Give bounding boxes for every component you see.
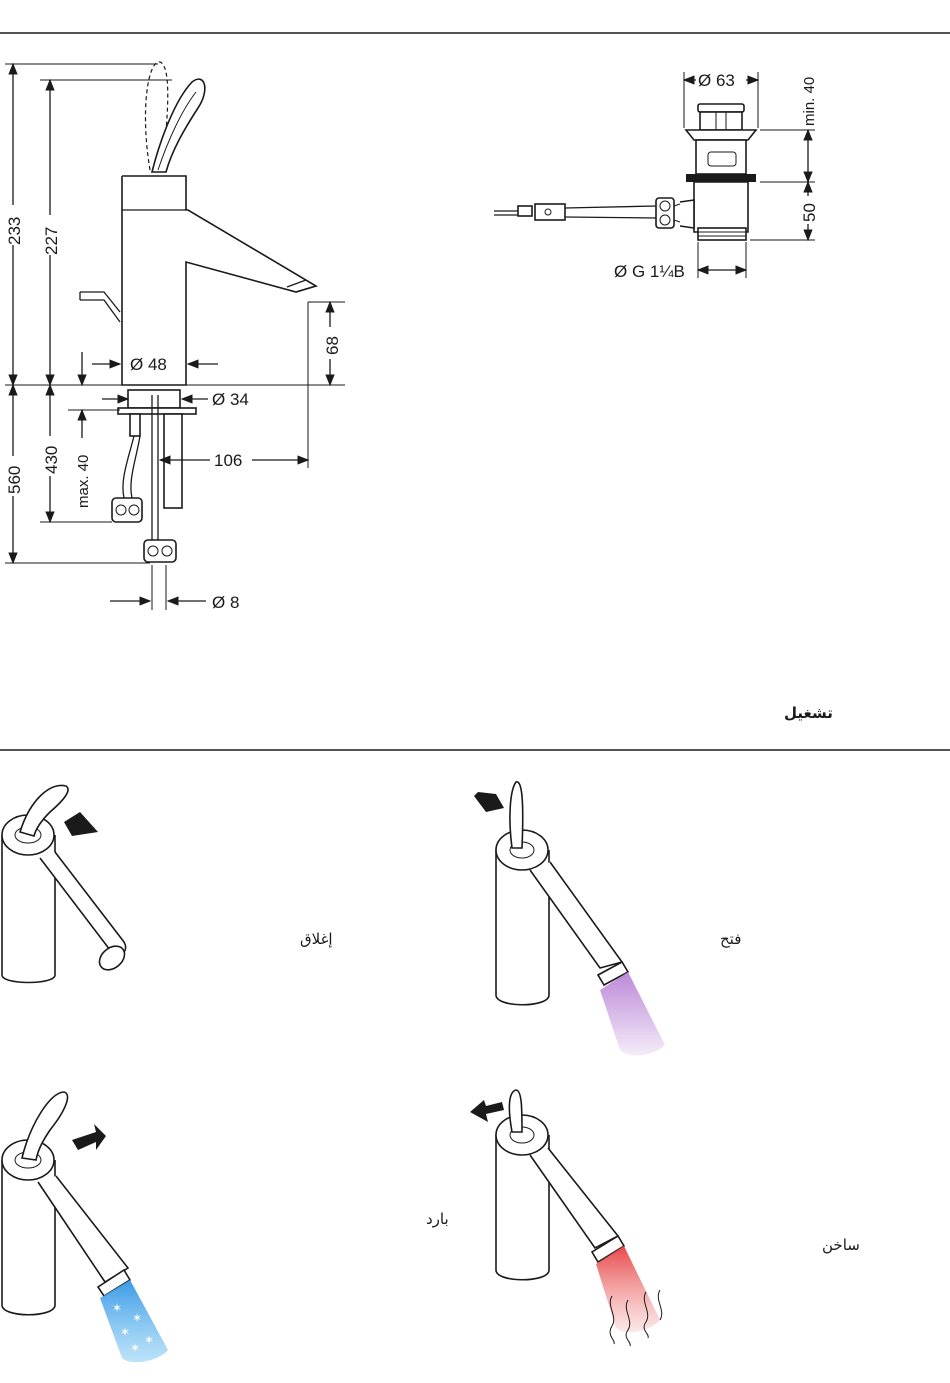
svg-text:✶: ✶ xyxy=(112,1301,122,1315)
label-hot: ساخن xyxy=(822,1236,860,1254)
dim-waste-50: 50 xyxy=(800,203,819,222)
faucet-body xyxy=(122,176,316,385)
dim-430: 430 xyxy=(42,446,61,474)
cold-arrow-icon xyxy=(72,1124,106,1150)
dim-233: 233 xyxy=(5,217,24,245)
lever xyxy=(152,79,205,172)
dim-diam-48: Ø 48 xyxy=(130,355,167,374)
section-title-operation: تشغيل xyxy=(784,704,833,722)
waste-body xyxy=(694,182,748,232)
svg-text:✶: ✶ xyxy=(130,1341,140,1355)
dim-waste-min-40: min. 40 xyxy=(801,77,818,126)
svg-text:✶: ✶ xyxy=(144,1333,154,1347)
close-arrow-icon xyxy=(64,812,98,836)
lever-open xyxy=(510,782,523,848)
water-stream-mixed xyxy=(600,972,665,1055)
popup-rod xyxy=(80,292,120,322)
svg-text:✶: ✶ xyxy=(132,1311,142,1325)
operation-hot: ساخن xyxy=(470,1090,860,1346)
faucet-dimension-drawing: 233 227 560 430 max. 40 Ø 48 Ø 34 68 1 xyxy=(4,62,345,612)
dim-diam-8: Ø 8 xyxy=(212,593,239,612)
label-cold: بارد xyxy=(426,1210,449,1228)
dim-560: 560 xyxy=(5,466,24,494)
svg-text:✶: ✶ xyxy=(120,1325,130,1339)
waste-assembly-drawing: Ø 63 min. 40 50 Ø G 1¼B xyxy=(494,70,819,281)
operation-cold: ✶✶✶✶✶ بارد xyxy=(2,1092,449,1362)
dim-waste-diam-63: Ø 63 xyxy=(698,71,735,90)
hot-arrow-icon xyxy=(470,1100,504,1122)
dim-diam-34: Ø 34 xyxy=(212,390,249,409)
label-open: فتح xyxy=(720,930,741,948)
hose-connector-bottom xyxy=(144,540,176,562)
dim-68: 68 xyxy=(323,336,342,355)
dim-waste-thread: Ø G 1¼B xyxy=(614,262,685,281)
dim-227: 227 xyxy=(42,227,61,255)
open-arrow-icon xyxy=(474,792,504,812)
dim-max-40: max. 40 xyxy=(75,455,92,508)
lever-hot xyxy=(509,1090,522,1132)
label-close: إغلاق xyxy=(300,930,333,948)
operation-open: فتح xyxy=(474,782,741,1056)
dim-106: 106 xyxy=(214,451,242,470)
water-stream-hot xyxy=(596,1246,660,1332)
threaded-shank xyxy=(164,414,182,508)
operation-close: إغلاق xyxy=(2,785,333,982)
